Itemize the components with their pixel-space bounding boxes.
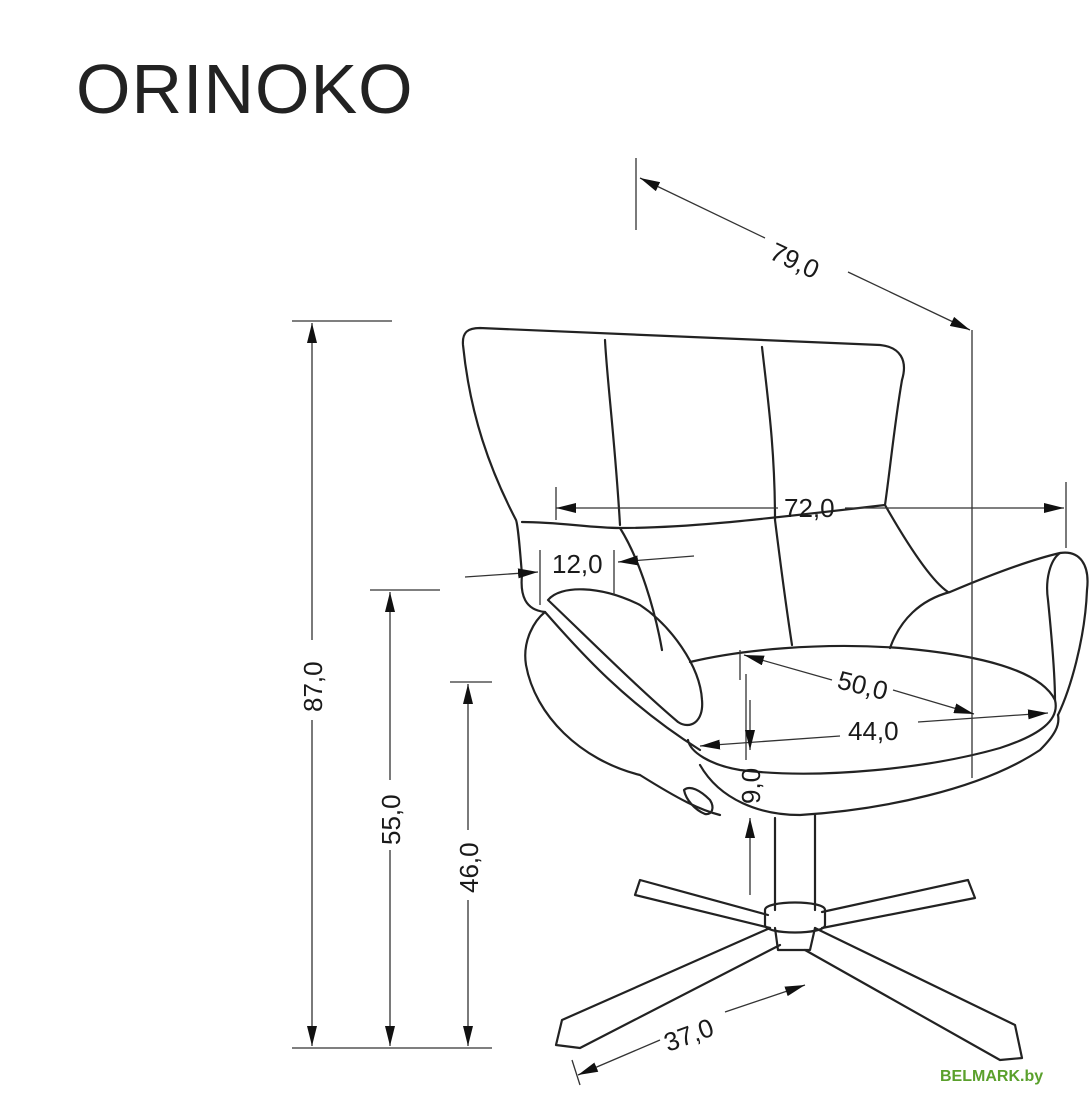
- label-armrest-width: 12,0: [552, 549, 603, 579]
- label-seat-height: 46,0: [454, 842, 484, 893]
- lower-back-seam-left: [618, 526, 664, 652]
- label-base-width: 37,0: [660, 1012, 718, 1058]
- label-seat-width: 44,0: [848, 716, 899, 746]
- dim-line-base: [577, 1039, 661, 1076]
- dim-line-armrest: [464, 568, 539, 579]
- dim-line-depth: [639, 177, 766, 239]
- label-armrest-height: 55,0: [376, 794, 406, 845]
- chair-outline: [461, 326, 1089, 1062]
- backrest-outline: [461, 326, 950, 594]
- dim-line-seat-width: [699, 735, 841, 750]
- dimension-lines: [292, 158, 1067, 1086]
- label-total-height: 87,0: [298, 661, 328, 712]
- base-hub-lower: [773, 926, 817, 952]
- backrest-seam-left: [603, 338, 622, 527]
- backrest-seam-right: [760, 345, 777, 522]
- dim-line-seat-depth: [743, 654, 833, 681]
- label-seat-thickness: 9,0: [736, 768, 766, 804]
- base-column: [773, 813, 817, 912]
- base-leg-front-right: [803, 926, 1024, 1062]
- left-shell-inner: [543, 610, 702, 752]
- left-armrest-cushion: [546, 588, 704, 727]
- label-width: 72,0: [784, 493, 835, 523]
- left-shell: [520, 573, 722, 817]
- right-armrest-inner: [1046, 551, 1062, 702]
- base-leg-back-left: [633, 878, 772, 930]
- backrest-seam-horizontal: [520, 503, 887, 530]
- base-hub: [763, 901, 827, 934]
- lower-back-seam-right: [773, 518, 794, 647]
- label-depth: 79,0: [765, 236, 824, 285]
- seat-cushion: [686, 644, 1057, 775]
- product-title: ORINOKO: [76, 50, 414, 128]
- label-seat-depth: 50,0: [835, 665, 891, 706]
- base-leg-back-right: [820, 878, 977, 930]
- base-leg-front-left: [554, 926, 782, 1050]
- right-armrest: [888, 551, 1089, 717]
- seat-lower-shell: [698, 713, 1060, 817]
- brand-watermark: BELMARK.by: [940, 1068, 1044, 1085]
- recline-handle: [682, 786, 714, 816]
